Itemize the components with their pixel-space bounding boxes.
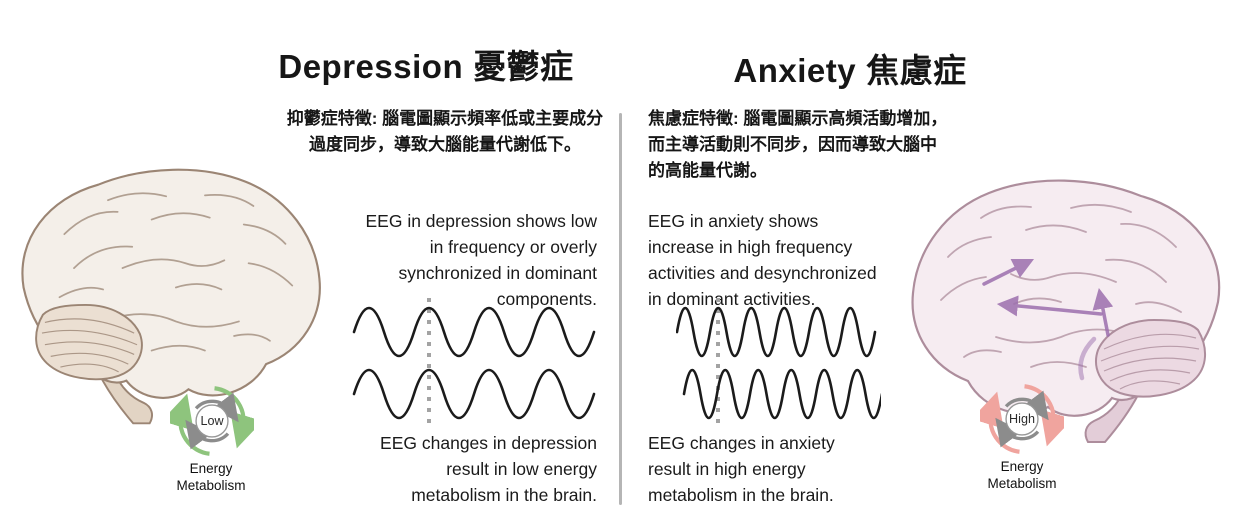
text-line: EEG changes in anxiety — [648, 433, 835, 453]
text-line: metabolism in the brain. — [648, 485, 834, 505]
brain-illustration-anxiety — [912, 180, 1220, 442]
title-anxiety-zh: 焦慮症 — [866, 52, 967, 89]
text-line: 抑鬱症特徵: 腦電圖顯示頻率低或主要成分 — [286, 109, 604, 128]
text-line: activities and desynchronized — [648, 263, 877, 283]
depression-eeg-description: EEG in depression shows low in frequency… — [300, 208, 598, 312]
anxiety-eeg-description: EEG in anxiety shows increase in high fr… — [648, 208, 948, 312]
text-line: 而主導活動則不同步，因而導致大腦中 — [648, 135, 937, 154]
eeg-wave-row-1 — [676, 306, 877, 358]
energy-metabolism-cycle-high-icon: High — [980, 384, 1064, 454]
title-anxiety-en: Anxiety — [733, 52, 857, 89]
text-line: Metabolism — [176, 478, 246, 493]
eeg-waves-anxiety — [676, 298, 881, 429]
depression-eeg-result: EEG changes in depression result in low … — [300, 430, 597, 508]
text-line: in dominant activities. — [648, 289, 816, 309]
text-line: metabolism in the brain. — [411, 485, 597, 505]
text-line: 的高能量代謝。 — [648, 161, 767, 180]
eeg-wave-row-1 — [352, 306, 596, 358]
text-line: components. — [496, 289, 597, 309]
text-line: synchronized in dominant — [398, 263, 597, 283]
text-line: 焦慮症特徵: 腦電圖顯示高頻活動增加， — [648, 109, 948, 128]
anxiety-eeg-result: EEG changes in anxiety result in high en… — [648, 430, 948, 508]
energy-metabolism-cycle-low-icon: Low — [170, 386, 254, 456]
eeg-wave-row-2 — [682, 368, 881, 420]
text-line: EEG in anxiety shows — [648, 211, 819, 231]
eeg-wave-row-2 — [352, 368, 596, 420]
text-line: result in high energy — [648, 459, 806, 479]
title-depression-zh: 憂鬱症 — [473, 48, 574, 85]
eeg-waves-depression — [352, 298, 596, 429]
text-line: result in low energy — [446, 459, 597, 479]
title-depression-en: Depression — [278, 48, 464, 85]
energy-metabolism-label-left: Energy Metabolism — [151, 460, 271, 494]
text-line: Metabolism — [987, 476, 1057, 491]
text-line: 過度同步，導致大腦能量代謝低下。 — [309, 135, 581, 154]
metabolism-level-label: High — [1009, 412, 1035, 426]
anxiety-zh-description: 焦慮症特徵: 腦電圖顯示高頻活動增加， 而主導活動則不同步，因而導致大腦中 的高… — [648, 106, 958, 184]
text-line: Energy — [189, 461, 233, 476]
text-line: EEG changes in depression — [380, 433, 597, 453]
metabolism-level-label: Low — [200, 414, 224, 428]
text-line: EEG in depression shows low — [365, 211, 598, 231]
text-line: Energy — [1000, 459, 1044, 474]
text-line: in frequency or overly — [429, 237, 597, 257]
center-divider — [619, 113, 622, 505]
energy-metabolism-label-right: Energy Metabolism — [962, 458, 1082, 492]
depression-zh-description: 抑鬱症特徵: 腦電圖顯示頻率低或主要成分 過度同步，導致大腦能量代謝低下。 — [260, 106, 630, 158]
text-line: increase in high frequency — [648, 237, 853, 257]
neural-pathway-arrows — [982, 258, 1114, 381]
